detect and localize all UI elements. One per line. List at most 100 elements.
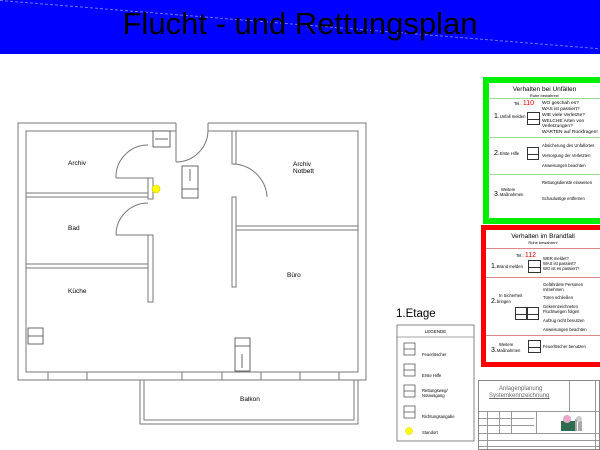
grid-line	[569, 381, 570, 411]
door-notbett	[231, 163, 268, 198]
step-item: Anweisungen beachten	[542, 163, 586, 168]
legend-label: Rettungsweg/	[422, 388, 448, 393]
step-prefix: Weitere	[501, 187, 516, 192]
step-label: Unfall melden	[499, 114, 526, 119]
step-prefix: In Sicherheit	[499, 293, 523, 298]
escape-route-icon	[181, 165, 199, 199]
grid-line	[499, 411, 500, 433]
wall-notbett-top	[231, 130, 237, 165]
fire-extinguisher-icon	[403, 342, 416, 356]
step-label: Maßnahmen	[499, 192, 524, 197]
divider	[489, 137, 600, 138]
room-label-bad: Bad	[68, 225, 80, 232]
step-item: WO ist es passiert?	[543, 266, 580, 271]
grid-line	[479, 411, 599, 412]
step-label: Brand melden	[496, 264, 523, 269]
fire-instructions-panel: Verhalten im Brandfall Ruhe bewahren! Te…	[481, 225, 600, 367]
divider	[486, 335, 600, 336]
step-number: 1.	[494, 113, 500, 120]
wall-bad-corridor	[147, 234, 154, 303]
legend-label: Erste Hilfe	[422, 373, 442, 378]
grid-line	[479, 440, 599, 441]
escape-route-icon	[234, 337, 251, 372]
step-item: Gefährdete Personen	[543, 282, 584, 287]
step-item: Türen schließen	[543, 295, 574, 300]
fire-extinguisher-icon	[27, 327, 44, 345]
inner-wall	[25, 130, 359, 373]
step-item: WO geschah es?	[542, 101, 579, 106]
grid-line	[536, 411, 537, 433]
grid-line	[595, 381, 596, 449]
tel-label: Tel.:	[516, 253, 524, 258]
fire-extinguisher-icon	[152, 130, 171, 148]
grid-line	[479, 418, 534, 419]
step-label: Erste Hilfe	[499, 151, 520, 156]
entrance-door-arc	[175, 129, 209, 163]
divider	[489, 174, 600, 175]
legend: LEGENDE Feuerlöscher Erste Hilfe Rettung…	[396, 324, 475, 442]
sign-icon	[527, 112, 540, 125]
tel-label: Tel.:	[514, 101, 522, 106]
divider	[489, 98, 600, 99]
step-item: Rettungsdienste einweisen	[542, 180, 593, 185]
door-bad	[115, 202, 149, 236]
step-label: Maßnahmen	[496, 348, 521, 353]
escape-route-icon	[403, 384, 416, 398]
step-number: 2.	[494, 150, 500, 157]
wall-archiv-bad	[25, 192, 149, 198]
step-item: WAS ist passiert?	[543, 261, 576, 266]
title-banner: Flucht - und Rettungsplan	[0, 0, 600, 54]
step-item: WER meldet?	[543, 256, 569, 261]
location-dot-icon	[151, 184, 161, 194]
tel-number: 112	[524, 252, 537, 259]
grid-line	[511, 411, 512, 433]
step-item: WIE viele Verletzte?	[542, 113, 585, 118]
divider	[486, 248, 600, 249]
panel-title: Verhalten bei Unfällen	[512, 86, 577, 93]
step-number: 3.	[494, 191, 500, 198]
step-item: Aufzug nicht benutzen	[543, 318, 585, 323]
step-item: mitnehmen	[543, 287, 564, 292]
door-archiv	[115, 144, 149, 179]
first-aid-icon	[403, 363, 416, 377]
wall-bad-kueche	[25, 263, 149, 269]
grid-line	[479, 425, 534, 426]
page-title: Flucht - und Rettungsplan	[122, 6, 478, 41]
room-label-archiv-notbett: Archiv	[293, 161, 312, 168]
room-label-notbett: Notbett	[293, 168, 314, 175]
step-item: WARTEN auf Rückfragen!	[542, 130, 598, 135]
sign-icon	[526, 307, 539, 320]
step-item: Versorgung der Verletzten	[542, 153, 591, 158]
grid-line	[479, 446, 599, 447]
title-block-line1: Anlagenplanung	[499, 386, 543, 392]
step-number: 3.	[491, 347, 497, 354]
location-dot-icon	[405, 427, 413, 435]
step-number: 2.	[491, 298, 497, 305]
legend-label: Feuerlöscher	[422, 352, 447, 357]
sign-icon	[528, 340, 541, 353]
direction-icon	[403, 405, 416, 419]
step-item: Absicherung des Unfallortes	[542, 143, 595, 148]
windows	[47, 372, 340, 380]
step-item: WAS ist passiert?	[542, 107, 580, 112]
outer-wall	[17, 122, 367, 381]
panel-subtitle: Ruhe bewahren!	[528, 240, 558, 245]
step-item: Anweisungen beachten	[543, 327, 587, 332]
legend-label: Standort	[422, 430, 439, 435]
balcony	[139, 380, 359, 425]
grid-line	[479, 433, 599, 434]
drawing-title-block: Anlagenplanung Systemkennzeichnung	[478, 380, 600, 450]
step-prefix: Weitere	[499, 342, 514, 347]
sign-icon	[528, 260, 541, 273]
tel-number: 110	[522, 100, 535, 107]
company-logo	[561, 415, 582, 431]
room-label-buero: Büro	[287, 272, 301, 279]
step-item: Fluchtwegen folgen	[543, 309, 580, 314]
step-number: 1.	[491, 263, 497, 270]
room-label-kueche: Küche	[68, 288, 87, 295]
sign-icon	[527, 147, 539, 160]
panel-subtitle: Ruhe bewahren!	[529, 93, 560, 98]
grid-line	[487, 411, 488, 449]
step-label: bringen	[496, 299, 511, 304]
